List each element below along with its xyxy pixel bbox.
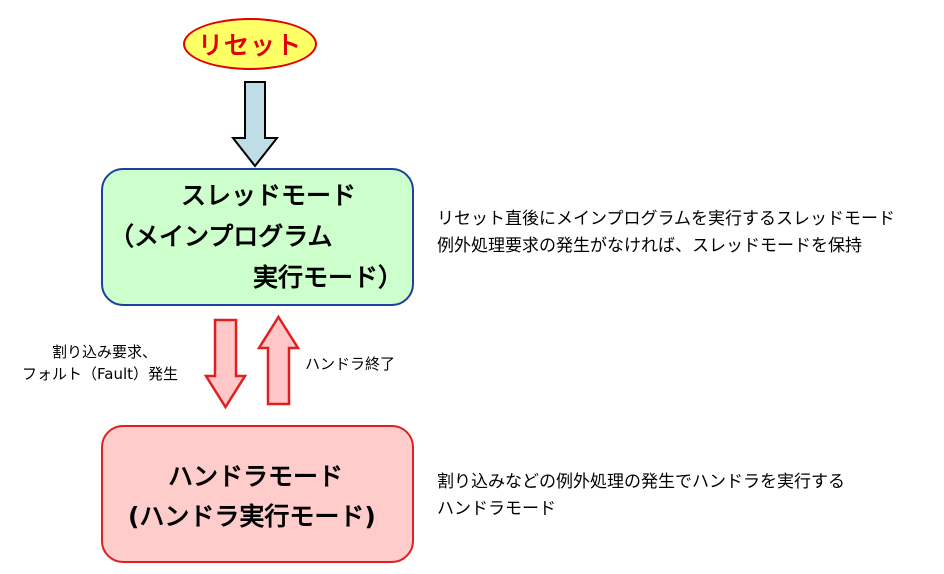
thread-mode-box: スレッドモード （メインプログラム 実行モード） [101,168,414,306]
to-thread-label: ハンドラ終了 [305,355,396,373]
thread-mode-subtitle-1: （メインプログラム [109,222,333,251]
to-thread-arrow [256,314,301,406]
handler-mode-title: ハンドラモード [168,462,344,491]
thread-mode-subtitle-2: 実行モード） [253,263,404,292]
reset-to-thread-arrow [230,81,280,168]
thread-mode-description-1: リセット直後にメインプログラムを実行するスレッドモード [437,209,895,229]
handler-mode-description-1: 割り込みなどの例外処理の発生でハンドラを実行する [437,472,845,492]
handler-mode-description-2: ハンドラモード [437,499,556,519]
thread-mode-title: スレッドモード [181,181,357,210]
to-handler-arrow [203,318,248,410]
to-handler-label-2: フォルト（Fault）発生 [22,365,178,383]
handler-mode-subtitle: (ハンドラ実行モード) [128,502,376,531]
thread-mode-description-2: 例外処理要求の発生がなければ、スレッドモードを保持 [437,236,862,256]
reset-label: リセット [197,31,302,60]
to-handler-label-1: 割り込み要求、 [52,343,158,361]
reset-node: リセット [183,18,317,70]
handler-mode-box: ハンドラモード (ハンドラ実行モード) [101,425,414,563]
